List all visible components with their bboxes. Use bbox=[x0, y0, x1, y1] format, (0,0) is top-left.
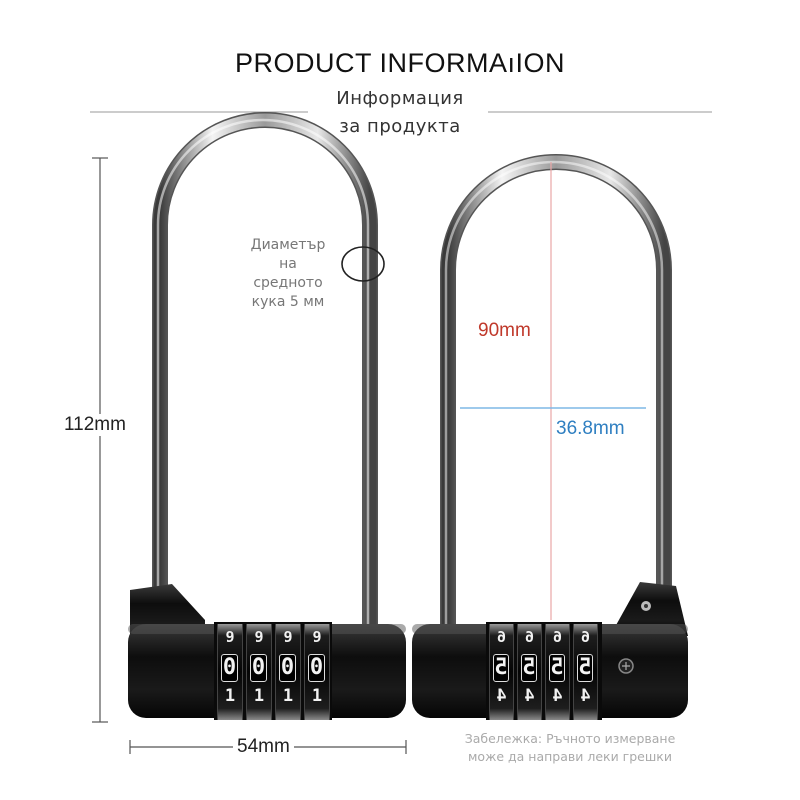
dial-digit: 0 bbox=[250, 654, 267, 682]
dial-digit: 5 bbox=[521, 654, 537, 682]
dial-wheel[interactable]: 9 0 1 bbox=[217, 624, 243, 720]
body-width-label: 54mm bbox=[233, 736, 294, 758]
diameter-note-line: Диаметър bbox=[250, 237, 326, 253]
dial-digit: 5 bbox=[549, 654, 565, 682]
page-subtitle-line1: Информация bbox=[336, 88, 464, 109]
dial-digit: 5 bbox=[493, 654, 509, 682]
dial-digit: 0 bbox=[221, 654, 238, 682]
measurement-disclaimer: Забележка: Ръчното измерване може да нап… bbox=[430, 730, 710, 766]
dial-digit: 0 bbox=[279, 654, 296, 682]
height-total-label: 112mm bbox=[62, 414, 128, 436]
diameter-note-line: на bbox=[279, 256, 297, 272]
dial-wheel[interactable]: 6 5 4 bbox=[573, 624, 598, 720]
dial-digit: 4 bbox=[552, 686, 563, 706]
diameter-note-line: кука 5 мм bbox=[251, 294, 325, 310]
dial-digit: 6 bbox=[552, 628, 563, 646]
dial-digit: 0 bbox=[308, 654, 325, 682]
dial-wheel[interactable]: 6 5 4 bbox=[517, 624, 542, 720]
dial-wheel[interactable]: 6 5 4 bbox=[545, 624, 570, 720]
dial-digit: 4 bbox=[580, 686, 591, 706]
dial-digit: 1 bbox=[282, 686, 294, 706]
page-subtitle-line2: за продукта bbox=[339, 116, 461, 137]
disclaimer-line: може да направи леки грешки bbox=[468, 749, 672, 764]
dial-digit: 9 bbox=[312, 628, 322, 646]
dial-digit: 6 bbox=[524, 628, 535, 646]
diameter-note: Диаметър на средното кука 5 мм bbox=[228, 236, 348, 312]
dial-digit: 6 bbox=[580, 628, 591, 646]
dial-wheel[interactable]: 9 0 1 bbox=[246, 624, 272, 720]
diameter-marker bbox=[341, 246, 385, 282]
dial-digit: 4 bbox=[524, 686, 535, 706]
dial-digit: 6 bbox=[496, 628, 507, 646]
dial-digit: 9 bbox=[225, 628, 235, 646]
dial-wheel[interactable]: 6 5 4 bbox=[489, 624, 514, 720]
dial-digit: 1 bbox=[253, 686, 265, 706]
diameter-note-line: средното bbox=[253, 275, 323, 291]
dial-digit: 5 bbox=[577, 654, 593, 682]
dial-digit: 1 bbox=[311, 686, 323, 706]
dial-wheel[interactable]: 9 0 1 bbox=[275, 624, 301, 720]
shackle-width-label: 36.8mm bbox=[556, 418, 625, 439]
shackle-height-label: 90mm bbox=[478, 320, 531, 341]
dial-digit: 9 bbox=[254, 628, 264, 646]
page-title: PRODUCT INFORMAıION bbox=[234, 48, 565, 78]
dial-digit: 4 bbox=[496, 686, 507, 706]
dial-digit: 1 bbox=[224, 686, 236, 706]
dial-wheel[interactable]: 9 0 1 bbox=[304, 624, 330, 720]
dial-digit: 9 bbox=[283, 628, 293, 646]
disclaimer-line: Забележка: Ръчното измерване bbox=[464, 731, 676, 746]
